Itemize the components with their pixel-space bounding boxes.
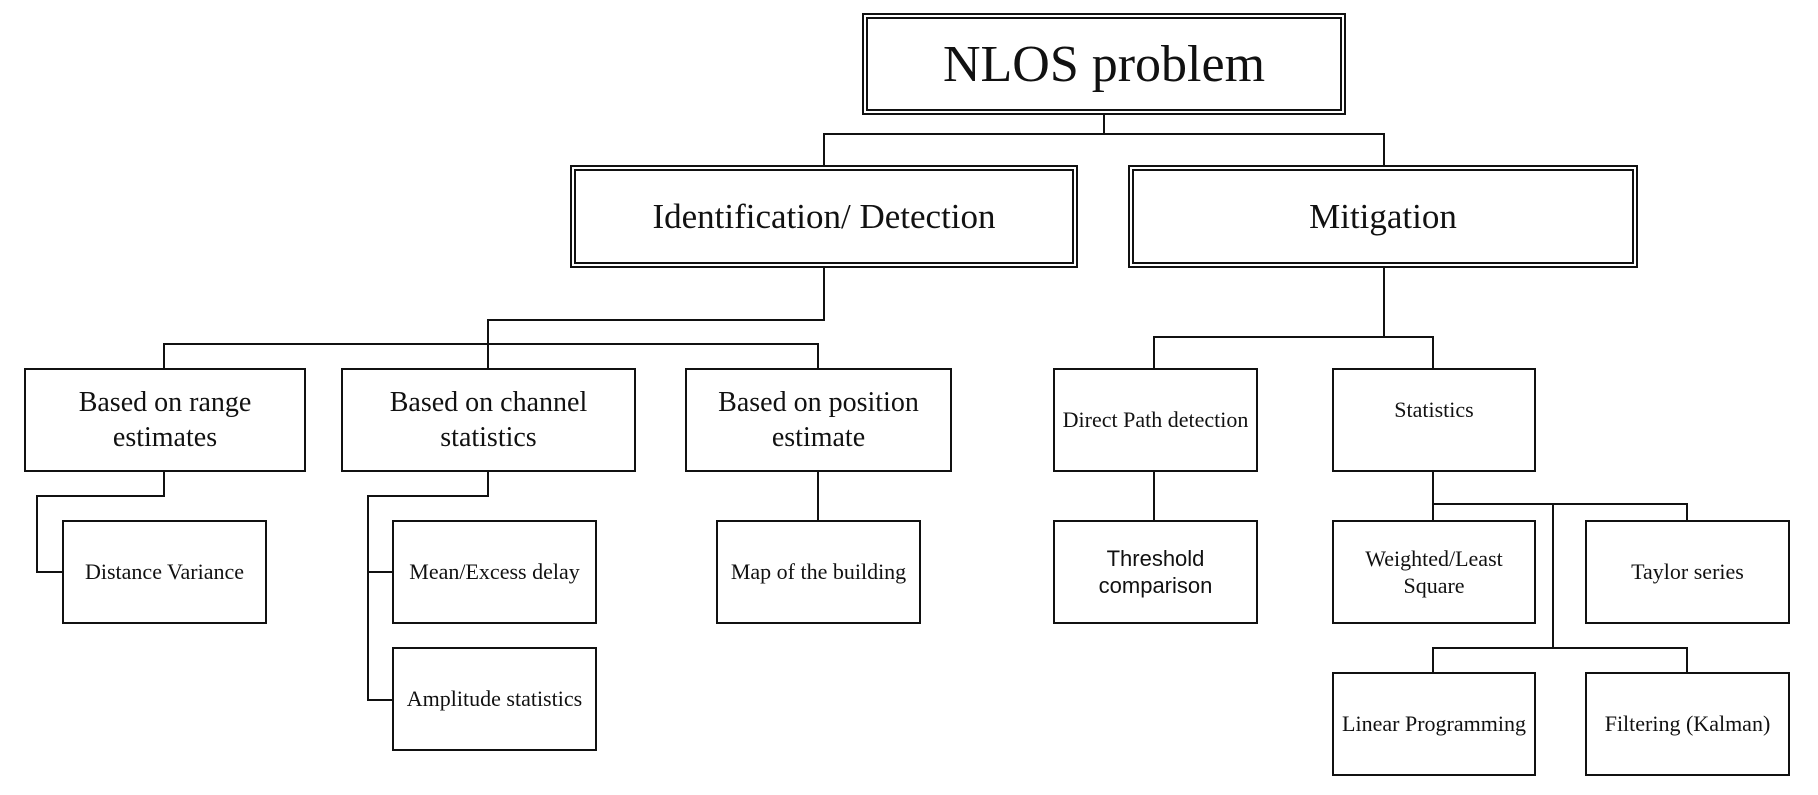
amplitude-statistics-label: Amplitude statistics xyxy=(406,686,583,712)
taylor-series-node: Taylor series xyxy=(1585,520,1790,624)
root-node: NLOS problem xyxy=(862,13,1346,115)
linear-programming-label: Linear Programming xyxy=(1342,711,1526,737)
distance-variance-label: Distance Variance xyxy=(84,559,245,585)
threshold-comparison-label: Threshold comparison xyxy=(1098,545,1213,599)
position-estimate-node: Based on position estimate xyxy=(685,368,952,472)
map-of-building-label: Map of the building xyxy=(730,559,907,585)
channel-statistics-node: Based on channel statistics xyxy=(341,368,636,472)
root-label: NLOS problem xyxy=(942,35,1266,93)
channel-statistics-label: Based on channel statistics xyxy=(389,387,588,453)
mean-excess-delay-label: Mean/Excess delay xyxy=(409,559,580,585)
position-estimate-label: Based on position estimate xyxy=(718,387,919,453)
linear-programming-node: Linear Programming xyxy=(1332,672,1536,776)
mitigation-label: Mitigation xyxy=(1309,196,1457,236)
filtering-kalman-node: Filtering (Kalman) xyxy=(1585,672,1790,776)
map-of-building-node: Map of the building xyxy=(716,520,921,624)
amplitude-statistics-node: Amplitude statistics xyxy=(392,647,597,751)
identification-label: Identification/ Detection xyxy=(652,196,996,236)
threshold-comparison-node: Threshold comparison xyxy=(1053,520,1258,624)
mitigation-node: Mitigation xyxy=(1128,165,1638,268)
direct-path-node: Direct Path detection xyxy=(1053,368,1258,472)
filtering-kalman-label: Filtering (Kalman) xyxy=(1604,711,1771,737)
weighted-least-square-label: Weighted/Least Square xyxy=(1365,545,1503,599)
range-estimates-node: Based on range estimates xyxy=(24,368,306,472)
statistics-node: Statistics xyxy=(1332,368,1536,472)
distance-variance-node: Distance Variance xyxy=(62,520,267,624)
taylor-series-label: Taylor series xyxy=(1631,559,1744,585)
identification-node: Identification/ Detection xyxy=(570,165,1078,268)
weighted-least-square-node: Weighted/Least Square xyxy=(1332,520,1536,624)
range-estimates-label: Based on range estimates xyxy=(78,387,252,453)
direct-path-label: Direct Path detection xyxy=(1062,407,1249,433)
mean-excess-delay-node: Mean/Excess delay xyxy=(392,520,597,624)
statistics-label: Statistics xyxy=(1394,397,1474,422)
